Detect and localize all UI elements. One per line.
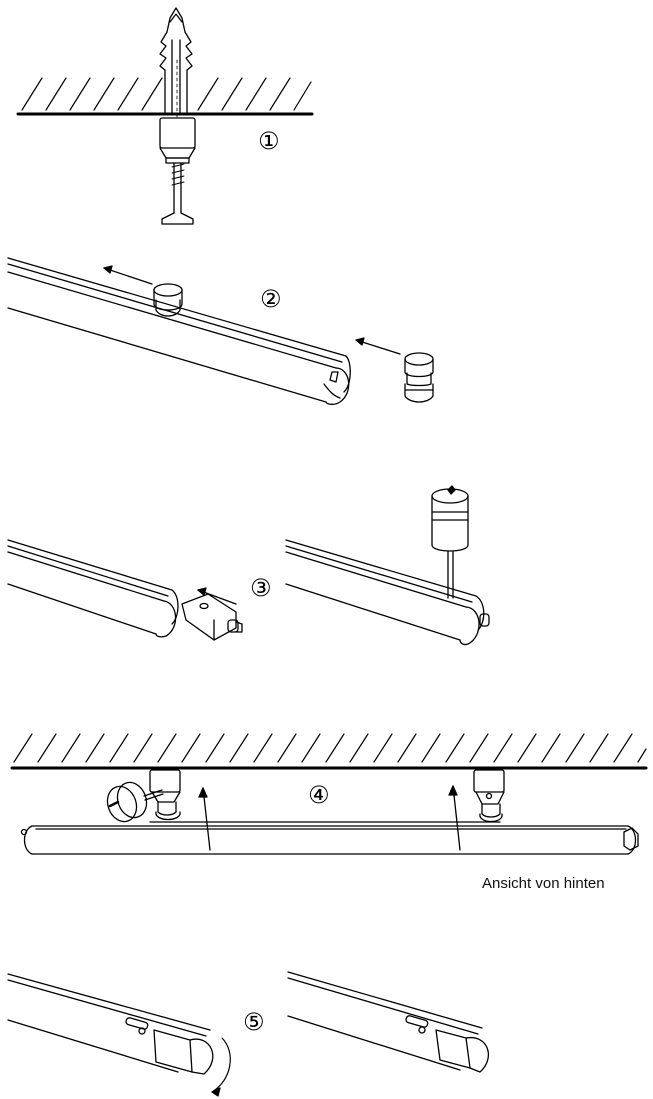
wall-plug-dowel <box>160 8 192 112</box>
end-cap-loose <box>182 594 242 640</box>
step3-rail-left <box>8 540 178 637</box>
hex-key-tool <box>432 486 468 598</box>
step5-rail-left <box>8 974 230 1096</box>
step-number-4: ④ <box>308 781 330 809</box>
step3-arrow <box>198 588 236 604</box>
step5-rail-right <box>288 972 488 1072</box>
step-number-5: ⑤ <box>243 1008 265 1036</box>
step2-arrows <box>104 266 400 354</box>
step4-mount-left <box>150 770 180 820</box>
slider-on-rail <box>154 284 182 316</box>
step-number-2: ② <box>260 285 282 313</box>
step4-rail <box>22 822 639 854</box>
slider-loose <box>405 353 433 402</box>
rear-view-caption: Ansicht von hinten <box>482 875 605 892</box>
step4-hex-key <box>103 778 163 825</box>
step2-rail <box>8 258 350 404</box>
step4-ceiling <box>12 734 646 768</box>
step4-arrows <box>199 786 460 850</box>
step-number-1: ① <box>258 127 280 155</box>
step3-rail-right <box>286 540 489 645</box>
step1-ceiling <box>18 78 312 114</box>
ceiling-mount-and-screw <box>160 60 195 224</box>
step4-mount-right <box>474 770 504 822</box>
step-number-3: ③ <box>250 574 272 602</box>
